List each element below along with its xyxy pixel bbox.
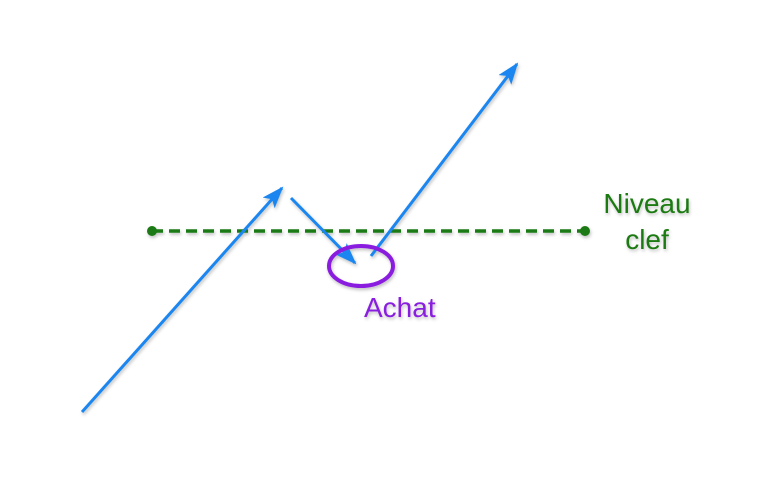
- impulse-arrow-up: [80, 186, 284, 413]
- key-level-label-line2: clef: [625, 224, 669, 255]
- key-level-end-dot: [580, 226, 590, 236]
- breakout-arrow-up: [369, 62, 519, 257]
- buy-zone-ellipse: [327, 244, 395, 288]
- buy-label: Achat: [364, 292, 436, 323]
- key-level-label: Niveau clef: [590, 186, 704, 258]
- key-level-label-line1: Niveau: [603, 188, 691, 219]
- key-level-start-dot: [147, 226, 157, 236]
- pullback-arrow-down: [289, 196, 357, 265]
